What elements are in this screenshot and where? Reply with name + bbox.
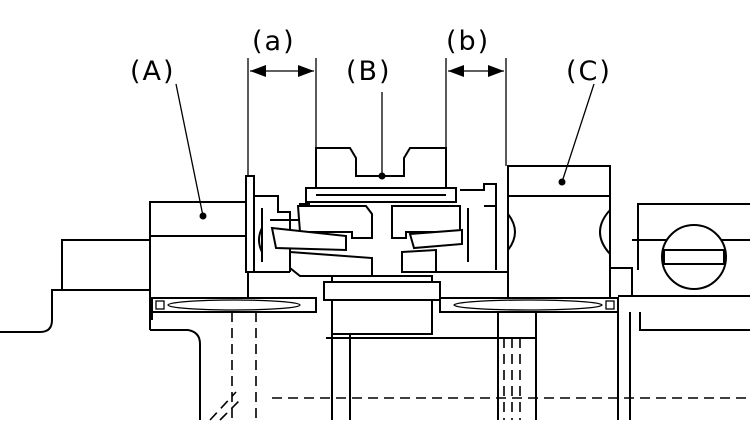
right-housing [610,203,750,420]
right-shim [436,183,508,273]
bearing-row [151,297,619,339]
part-a-block [149,201,249,299]
part-c-block [507,165,611,299]
dimension-b [445,58,507,166]
right-shaft [440,312,537,420]
dimension-a [247,58,317,176]
hidden-lines [209,312,750,421]
label-b-lower: (b) [446,26,490,57]
label-a-lower: (a) [252,26,296,57]
label-part-c: (C) [566,56,612,87]
part-b-assembly [270,147,463,420]
label-part-b: (B) [346,56,392,87]
leader-lines [175,83,595,217]
label-part-a: (A) [130,56,176,87]
